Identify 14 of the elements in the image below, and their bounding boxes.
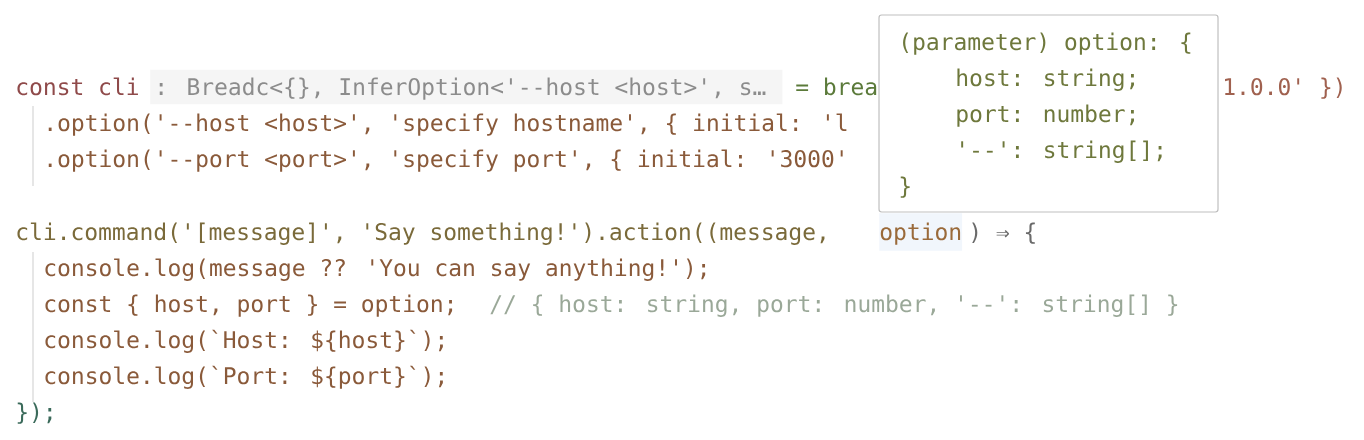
type-hint: : Breadc<{}, InferOption<'--host <host>', s… [150, 69, 783, 105]
code-text: console.log(`Port: ${port}`); [45, 365, 443, 389]
code-text: const { host, port } = option; [45, 294, 453, 317]
code-text: // { host: string, port: number, '--': string[] } [490, 294, 1178, 317]
code-text: ) ⇒ { [972, 222, 1035, 244]
tooltip-popup: (parameter) option: { host: string; port: number; '--': string[]; } [878, 14, 1219, 213]
code-text: .option('--port <port>', 'specify port', { initial: '3000' [48, 149, 843, 172]
code-text: }); [17, 402, 52, 424]
code-text: cli.command('[message]', 'Say something!').action((message, [17, 222, 825, 245]
code-text: console.log(`Host: ${host}`); [45, 329, 443, 353]
code-text: console.log(message ?? 'You can say anything!'); [45, 258, 706, 281]
code-text: .option('--host <host>', 'specify hostname', { initial: 'l [48, 113, 847, 136]
code-text: = brea [796, 77, 877, 96]
highlighted-word: option [879, 213, 963, 251]
